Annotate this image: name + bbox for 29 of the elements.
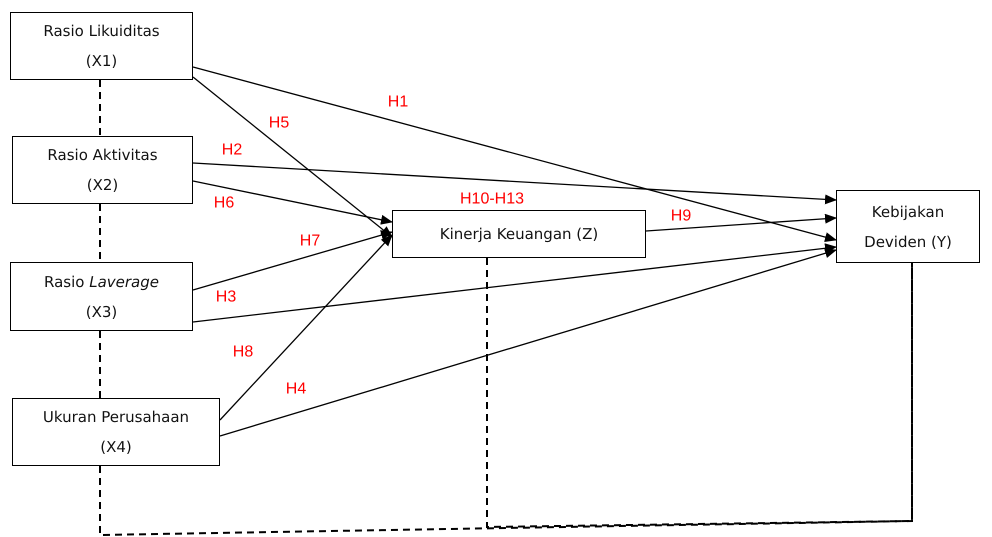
arrow (192, 180, 393, 225)
variable-label: Rasio Laverage (44, 272, 159, 292)
variable-box (392, 210, 646, 258)
variable-box (12, 136, 193, 204)
variable-label: Rasio Likuiditas (43, 21, 160, 42)
variable-box (10, 12, 193, 80)
connector-line (99, 331, 101, 398)
variable-label: (X1) (86, 51, 118, 72)
arrow (220, 234, 393, 420)
arrow (192, 76, 393, 238)
variable-label: (X2) (86, 175, 118, 196)
connector-line (99, 80, 101, 136)
arrow (192, 66, 837, 242)
variable-label: (X4) (100, 437, 132, 458)
arrow (220, 248, 837, 437)
connector-line (99, 204, 101, 262)
variable-label: Ukuran Perusahaan (42, 407, 190, 428)
arrow (192, 243, 837, 323)
variable-label: Rasio Aktivitas (47, 145, 158, 166)
variable-label: (X3) (86, 302, 118, 322)
variable-box (10, 262, 193, 331)
variable-label: Kebijakan Deviden (Y) (863, 202, 953, 252)
arrow (192, 230, 393, 291)
variable-box (836, 190, 980, 263)
connector-line (486, 258, 913, 528)
arrow (192, 162, 837, 204)
arrow (646, 214, 837, 232)
variable-label: Kinerja Keuangan (Z) (440, 224, 598, 245)
variable-box (12, 398, 220, 466)
